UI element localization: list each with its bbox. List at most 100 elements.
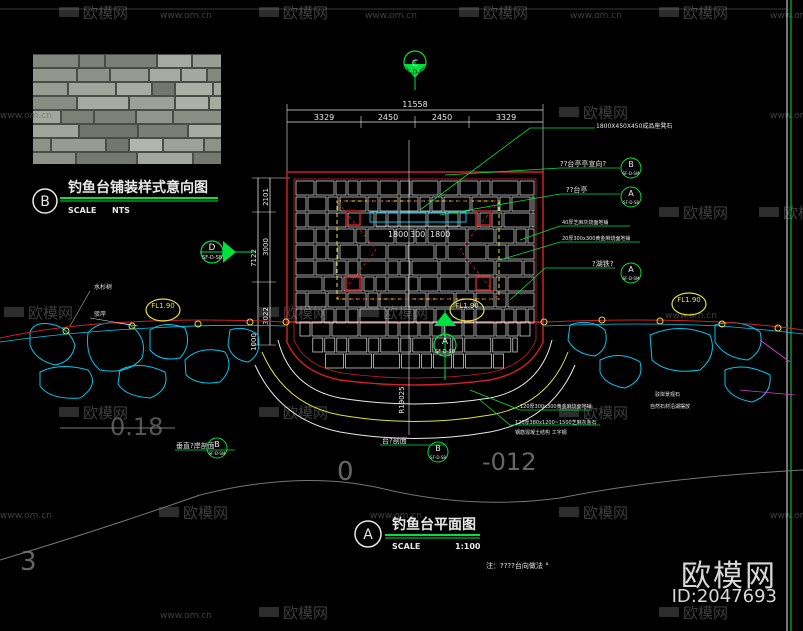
texture-stone [94,110,136,124]
paving-stone [464,337,492,353]
watermark-sofa-icon [559,407,579,417]
paving-stone [495,260,523,276]
paving-stone [491,212,503,228]
watermark-brand: 欧模网 [483,4,528,22]
paving-stone [379,180,399,196]
paving-stone [493,353,504,369]
paving-stone [295,212,307,228]
paving-stone [387,260,399,276]
paving-stone [347,260,359,276]
texture-stone [105,54,157,68]
paving-stone [531,212,535,228]
paving-stone [400,337,412,353]
paving-stone [467,228,495,244]
texture-stone [152,82,175,96]
paving-stone [325,353,344,369]
paving-stone [439,260,467,276]
dim-inner-2: 300 [410,230,425,239]
paving-stone [315,244,327,260]
paving-stone [495,276,507,292]
paving-stone [415,228,427,244]
texture-stone [181,68,207,82]
paving-stone [380,337,400,353]
callout-2: ??台亭亭宣向? [560,159,606,168]
paving-stone [401,353,420,369]
dim-seg-3: 2450 [432,113,452,122]
watermark-brand: 欧模网 [83,4,128,22]
watermark-sofa-icon [259,407,279,417]
paving-stone [411,180,439,196]
paving-stone [315,180,335,196]
watermark-url: www.om.cn [0,111,52,121]
paving-stone [479,180,491,196]
paving-stone [421,353,432,369]
paving-stone [387,308,415,324]
texture-stone [33,124,79,138]
watermark-brand: 欧模网 [83,404,128,422]
texture-stone [33,68,77,82]
texture-stone [149,68,181,82]
callout-5: 20厚300x300黄金麻烧面地铺 [562,235,630,242]
texture-stone [157,54,192,68]
label-tree: 水杉树 [94,283,112,291]
view-a-label: A 钓鱼台平面图 SCALE 1:100 注：????台向做法 ° [354,516,549,570]
watermark-brand: 欧模网 [28,304,73,322]
paving-stone [487,244,507,260]
paving-stone [299,321,311,337]
paving-stone [467,244,487,260]
section-marker-bottom-left: 垂直?岸剖面 B SF-D-SM [175,437,235,459]
paving-stone [412,337,432,353]
watermark-brand: 欧模网 [583,104,628,122]
brand-logo-text: 欧模网 [681,559,777,594]
watermark-sofa-icon [759,207,779,217]
paving-stone [495,292,507,308]
contour-label-3: -012 [482,448,536,476]
callout-3: ??台亭 [566,185,587,194]
paving-stone [387,212,399,228]
watermark-sofa-icon [559,107,579,117]
view-b-title: 钓鱼台铺装样式意向图 [68,179,208,196]
contour-label-4: 3 [20,547,37,577]
watermark-sofa-icon [4,307,24,317]
paving-stone [432,337,452,353]
paving-stone [519,180,535,196]
paving-stone [512,337,518,353]
watermark-url: www.om.cn [365,11,417,21]
paving-stone [327,228,355,244]
texture-stone [175,82,213,96]
paving-stone [407,244,435,260]
paving-stone [433,353,452,369]
paving-stone [335,308,347,324]
watermark-brand: 欧模网 [383,304,428,322]
texture-stone [33,82,68,96]
paving-stone [503,212,531,228]
paving-stone [375,276,387,292]
paving-stone [387,321,399,337]
paving-stone [336,337,348,353]
paving-stone [359,260,387,276]
paving-stone [465,353,492,369]
svg-text:FL1.90: FL1.90 [151,302,175,310]
texture-stone [175,96,209,110]
texture-stone [188,124,221,138]
paving-stone [323,308,335,324]
paving-stone [427,292,455,308]
texture-stone [77,68,110,82]
paving-stone [447,212,459,228]
rock-note-1: 驳岸景观石 [655,391,680,398]
paving-stone [311,321,331,337]
svg-text:A: A [628,265,634,274]
dim-seg-4: 3329 [496,113,516,122]
paving-stone [507,276,535,292]
paving-stone [407,276,419,292]
paving-stone [507,292,535,308]
paving-texture-photo [33,54,221,164]
paving-stone [447,228,467,244]
paving-stone [515,308,527,324]
texture-stone [173,110,221,124]
paving-stone [419,196,431,212]
view-a-letter: A [363,527,373,543]
paving-stone [511,196,531,212]
marker-c-letter: C [412,59,418,69]
watermark-url: www.om.cn [665,311,717,321]
